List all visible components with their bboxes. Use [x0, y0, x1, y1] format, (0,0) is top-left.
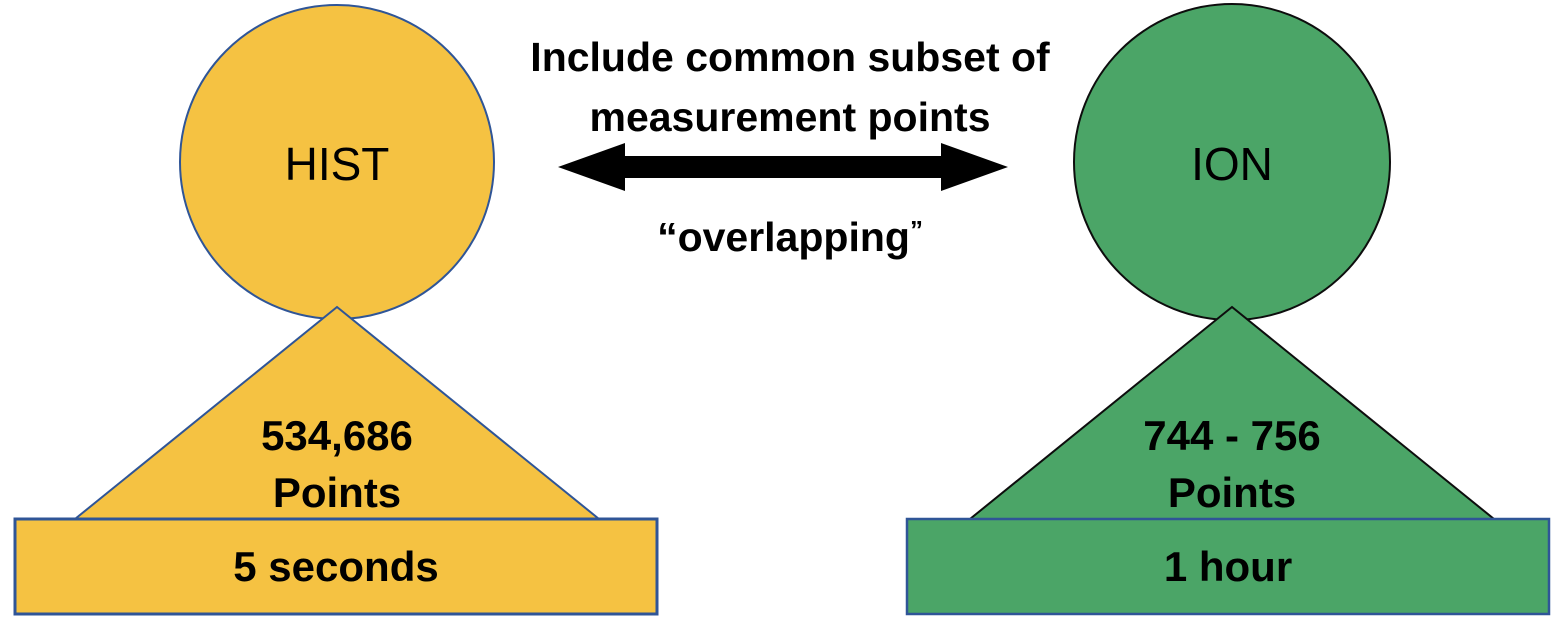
hist-points-label: 534,686 Points [187, 407, 487, 521]
double-arrow-icon [558, 143, 1008, 191]
ion-label: ION [1191, 138, 1273, 190]
ion-interval-label: 1 hour [1163, 543, 1293, 590]
hist-points-unit: Points [272, 469, 402, 516]
hist-interval-label: 5 seconds [233, 543, 439, 590]
hist-label: HIST [284, 138, 390, 190]
ion-points-unit: Points [1167, 469, 1297, 516]
open-quote: “ [657, 214, 678, 260]
overlapping-word: overlapping [677, 214, 910, 260]
close-quote: ” [909, 215, 923, 245]
annotation-line2: measurement points [589, 94, 991, 140]
annotation-line1: Include common subset of [530, 34, 1050, 80]
hist-base-rect [13, 517, 659, 616]
hist-points-value: 534,686 [261, 412, 413, 459]
ion-points-value: 744 - 756 [1143, 412, 1321, 459]
overlapping-caption: “overlapping” [490, 203, 1090, 264]
annotation-title: Include common subset of measurement poi… [490, 27, 1090, 147]
ion-base-rect [905, 517, 1551, 616]
ion-points-label: 744 - 756 Points [1082, 407, 1382, 521]
